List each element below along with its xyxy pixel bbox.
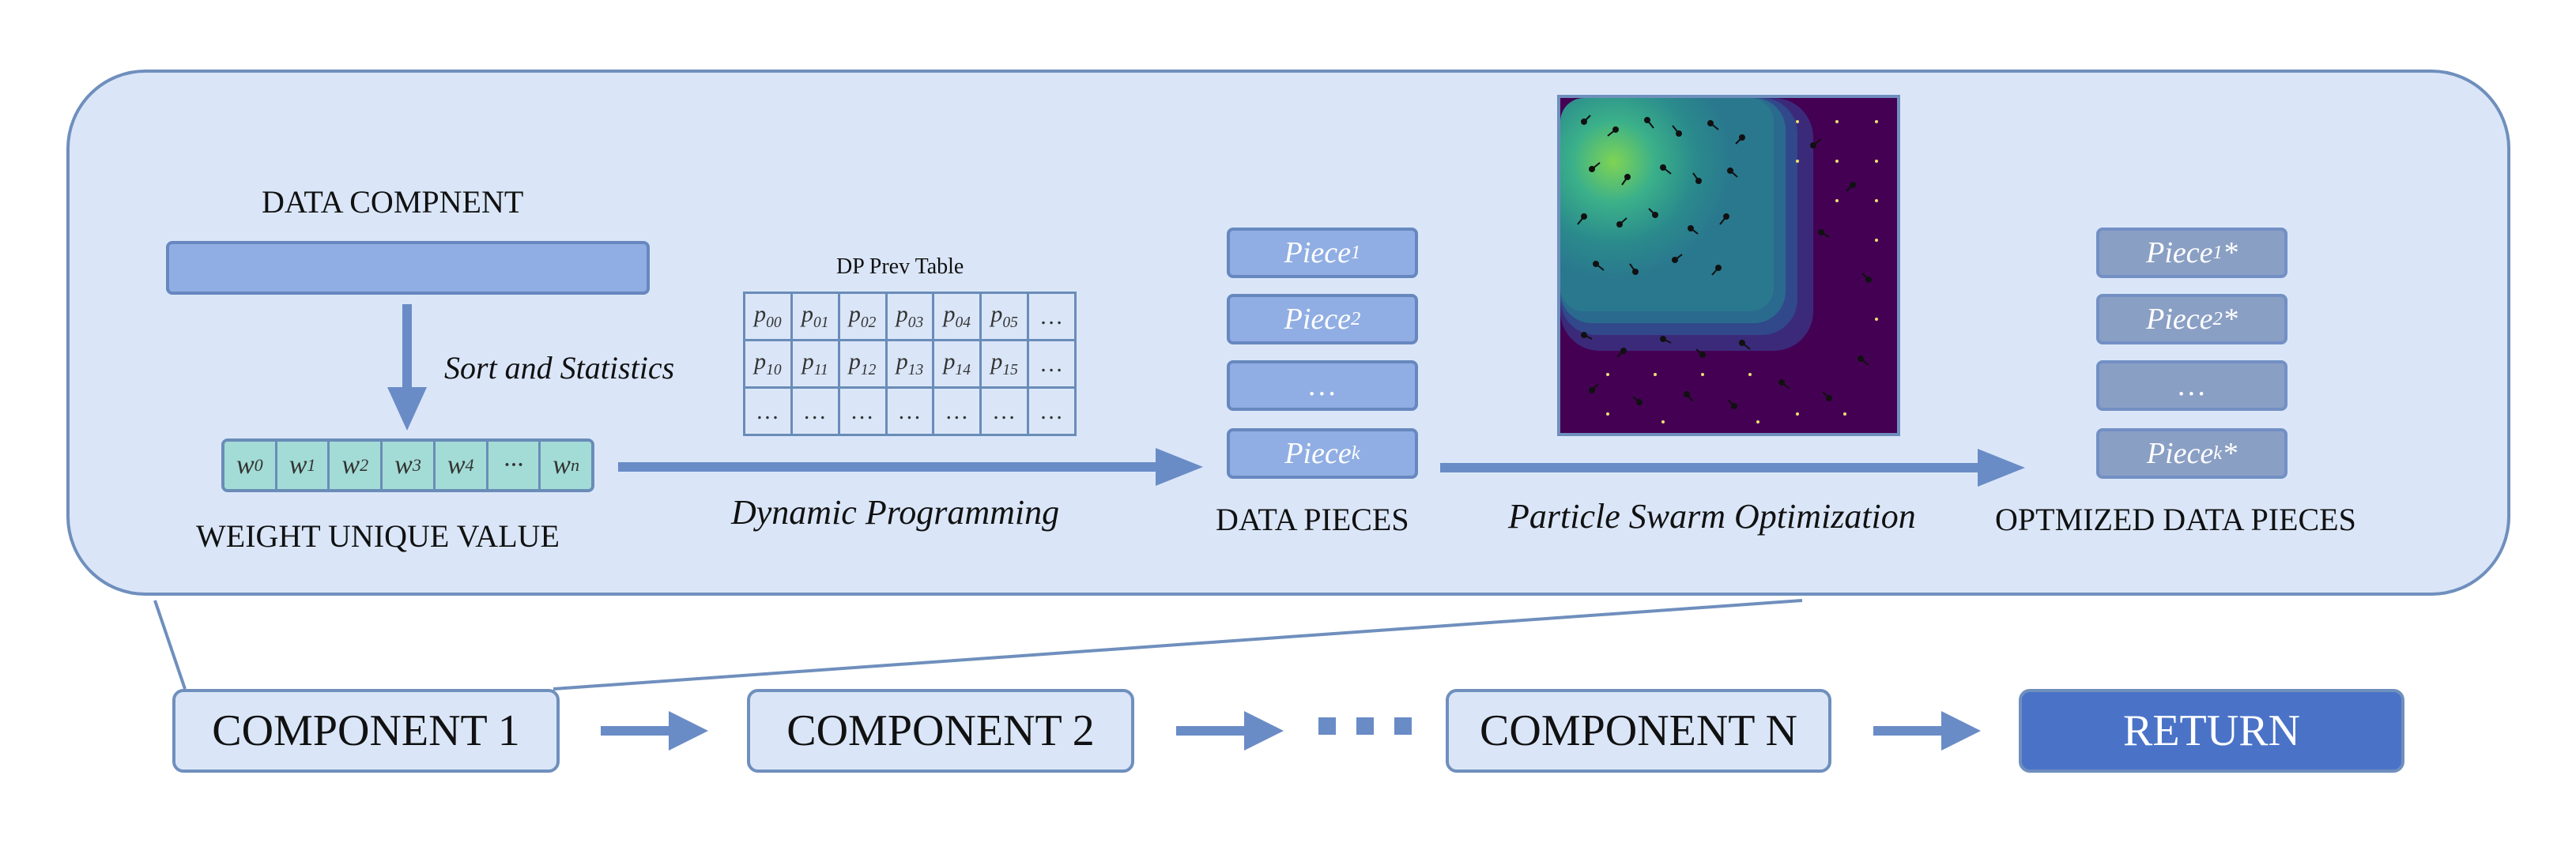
- dp-cell: p00: [743, 292, 793, 341]
- dp-table-title: DP Prev Table: [836, 254, 964, 279]
- dp-cell: …: [932, 386, 983, 436]
- pso-label: Particle Swarm Optimization: [1508, 497, 1916, 536]
- dp-cell: p12: [837, 339, 888, 389]
- weight-unique-value-label: WEIGHT UNIQUE VALUE: [196, 518, 560, 554]
- dp-cell: …: [837, 386, 888, 436]
- optimized-data-pieces-label: OPTMIZED DATA PIECES: [1995, 502, 2356, 537]
- component-2: COMPONENT 2: [747, 689, 1134, 773]
- dp-cell: …: [743, 386, 793, 436]
- arrow-right-icon: [601, 711, 708, 751]
- dp-cell: p13: [884, 339, 935, 389]
- dynamic-programming-label: Dynamic Programming: [731, 493, 1060, 532]
- dp-prev-table: p00 p01 p02 p03 p04 p05 … p10 p11 p12 p1…: [743, 292, 1077, 436]
- dp-cell: …: [1027, 292, 1077, 341]
- return-box: RETURN: [2019, 689, 2404, 773]
- sort-statistics-label: Sort and Statistics: [444, 350, 675, 386]
- dp-cell: p03: [884, 292, 935, 341]
- arrow-right-icon: [618, 448, 1203, 486]
- dp-cell: p05: [979, 292, 1030, 341]
- pso-heatmap-image: [1557, 95, 1900, 436]
- dp-cell: …: [1027, 339, 1077, 389]
- dp-cell: p02: [837, 292, 888, 341]
- dp-cell: …: [1027, 386, 1077, 436]
- dp-cell: …: [884, 386, 935, 436]
- ellipsis-dots: [1318, 711, 1412, 743]
- dp-cell: p11: [790, 339, 840, 389]
- data-component-bar: [166, 241, 650, 295]
- arrow-right-icon: [1176, 711, 1284, 751]
- dp-cell: p10: [743, 339, 793, 389]
- ellipsis-icon: [1318, 717, 1412, 735]
- data-component-title: DATA COMPNENT: [262, 184, 524, 220]
- dp-cell: p01: [790, 292, 840, 341]
- arrow-right-icon: [1440, 449, 2025, 487]
- component-n: COMPONENT N: [1446, 689, 1831, 773]
- dp-cell: p15: [979, 339, 1030, 389]
- down-arrow-icon: [387, 304, 427, 431]
- weight-cell: ···: [488, 442, 541, 489]
- dp-cell: p04: [932, 292, 983, 341]
- dp-cell: p14: [932, 339, 983, 389]
- component-1: COMPONENT 1: [172, 689, 560, 773]
- dp-cell: …: [979, 386, 1030, 436]
- dp-cell: …: [790, 386, 840, 436]
- data-piece: …: [1227, 360, 1418, 411]
- arrow-right-icon: [1873, 711, 1981, 751]
- optimized-piece: …: [2096, 360, 2287, 411]
- data-pieces-label: DATA PIECES: [1216, 502, 1409, 537]
